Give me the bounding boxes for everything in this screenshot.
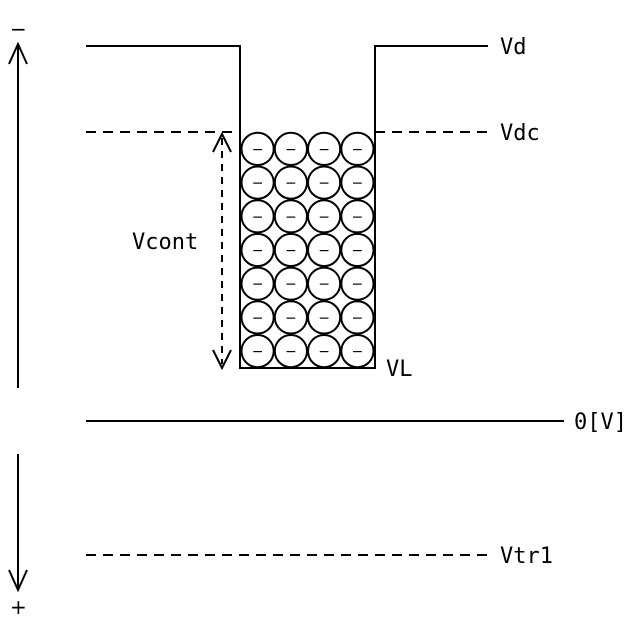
charge-sign: − (285, 243, 297, 259)
charge-sign: − (318, 142, 330, 158)
charge-sign: − (352, 142, 364, 158)
charge-sign: − (252, 209, 264, 225)
charge-sign: − (352, 277, 364, 293)
polarity-plus-label: + (10, 595, 27, 619)
charge-sign: − (318, 277, 330, 293)
zero-volt-label: 0[V] (574, 410, 627, 435)
charge-sign: − (252, 176, 264, 192)
polarity-minus-label: − (10, 17, 27, 41)
charge-sign: − (352, 243, 364, 259)
charge-sign: − (252, 310, 264, 326)
charge-sign: − (352, 176, 364, 192)
charge-sign: − (252, 243, 264, 259)
charge-sign: − (352, 344, 364, 360)
charge-group: − − − − − − − − − − − − − − − − − − − − − − − − − − − − (242, 133, 374, 367)
charge-sign: − (252, 344, 264, 360)
vdc-label: Vdc (500, 121, 540, 146)
charge-sign: − (285, 344, 297, 360)
charge-sign: − (285, 277, 297, 293)
charge-sign: − (285, 142, 297, 158)
charge-sign: − (285, 176, 297, 192)
charge-sign: − (352, 310, 364, 326)
vcont-label: Vcont (132, 230, 198, 255)
vd-label: Vd (500, 35, 527, 60)
charge-sign: − (318, 176, 330, 192)
charge-sign: − (318, 310, 330, 326)
charge-sign: − (318, 243, 330, 259)
charge-sign: − (285, 209, 297, 225)
charge-sign: − (352, 209, 364, 225)
charge-sign: − (285, 310, 297, 326)
charge-sign: − (318, 344, 330, 360)
charge-sign: − (252, 142, 264, 158)
vl-label: VL (386, 357, 413, 382)
charge-sign: − (252, 277, 264, 293)
vtr1-label: Vtr1 (500, 544, 553, 569)
charge-sign: − (318, 209, 330, 225)
